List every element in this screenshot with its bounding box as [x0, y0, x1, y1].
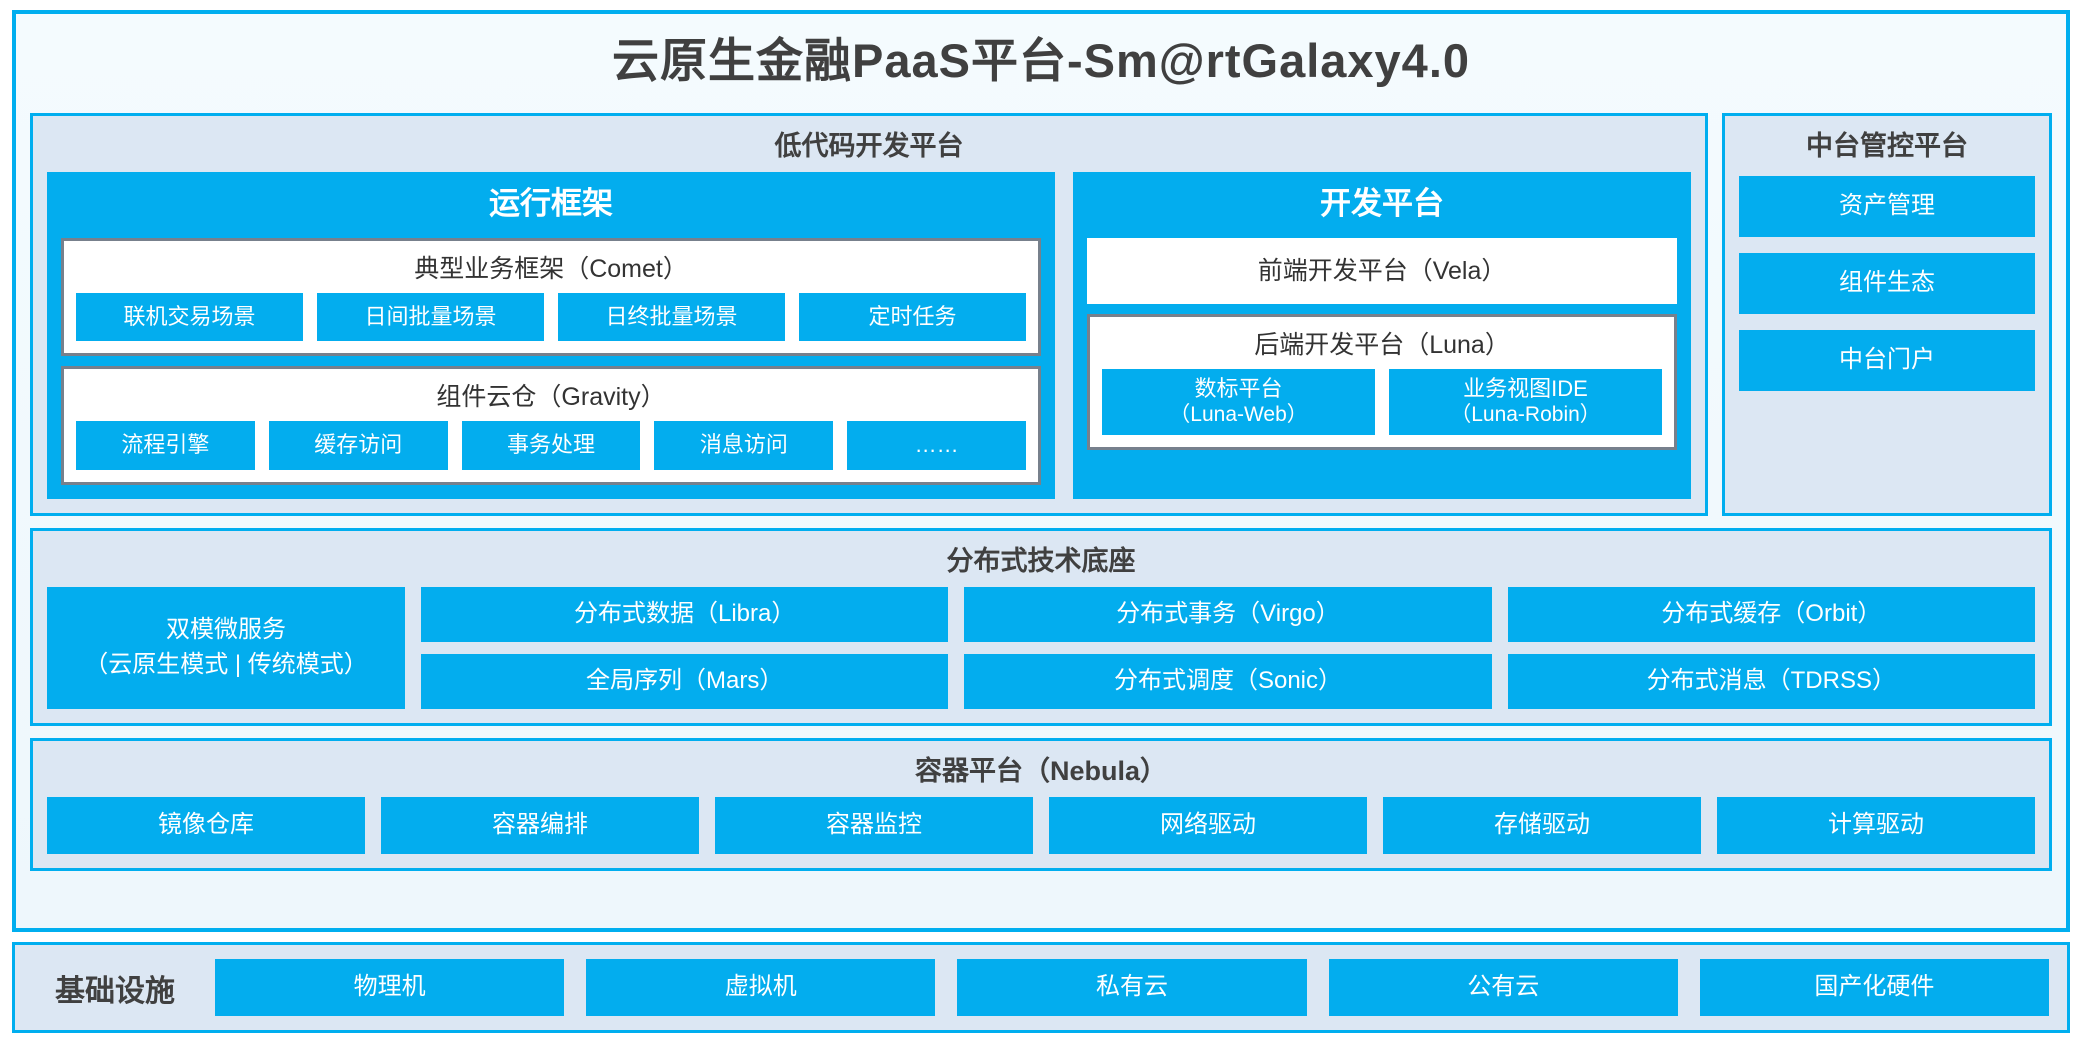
- container-item-1[interactable]: 容器编排: [381, 796, 699, 854]
- container-item-5[interactable]: 计算驱动: [1717, 796, 2035, 854]
- container-item-0[interactable]: 镜像仓库: [47, 796, 365, 854]
- infrastructure-item-1[interactable]: 虚拟机: [586, 959, 936, 1016]
- gravity-item-4[interactable]: ……: [847, 421, 1027, 470]
- luna-chip-row: 数标平台 （Luna-Web） 业务视图IDE （Luna-Robin）: [1102, 368, 1663, 436]
- midplatform-item-2[interactable]: 中台门户: [1739, 329, 2035, 391]
- gravity-group: 组件云仓（Gravity） 流程引擎 缓存访问 事务处理 消息访问 ……: [61, 366, 1042, 485]
- gravity-item-2[interactable]: 事务处理: [461, 421, 641, 470]
- distributed-base-body: 双模微服务 （云原生模式 | 传统模式） 分布式数据（Libra） 全局序列（M…: [47, 586, 2035, 709]
- midplatform-item-1[interactable]: 组件生态: [1739, 252, 2035, 314]
- lowcode-platform-body: 运行框架 典型业务框架（Comet） 联机交易场景 日间批量场景 日终批量场景 …: [47, 172, 1691, 499]
- infrastructure-label: 基础设施: [55, 974, 175, 1008]
- container-item-3[interactable]: 网络驱动: [1049, 796, 1367, 854]
- distributed-column-1: 分布式事务（Virgo） 分布式调度（Sonic）: [964, 586, 1492, 709]
- gravity-chip-row: 流程引擎 缓存访问 事务处理 消息访问 ……: [76, 421, 1027, 470]
- distributed-cell-tdrss[interactable]: 分布式消息（TDRSS）: [1507, 653, 2035, 709]
- midplatform-panel: 中台管控平台 资产管理 组件生态 中台门户: [1722, 112, 2052, 516]
- gravity-item-1[interactable]: 缓存访问: [268, 421, 448, 470]
- infrastructure-panel: 基础设施 物理机 虚拟机 私有云 公有云 国产化硬件: [12, 942, 2070, 1033]
- distributed-base-panel: 分布式技术底座 双模微服务 （云原生模式 | 传统模式） 分布式数据（Libra…: [30, 527, 2052, 726]
- distributed-column-2: 分布式缓存（Orbit） 分布式消息（TDRSS）: [1507, 586, 2035, 709]
- comet-item-1[interactable]: 日间批量场景: [317, 292, 545, 342]
- runtime-framework-title: 运行框架: [489, 186, 614, 222]
- luna-robin-line1: 业务视图IDE: [1463, 375, 1588, 401]
- platform-main-frame: 云原生金融PaaS平台-Sm@rtGalaxy4.0 低代码开发平台 运行框架 …: [12, 10, 2070, 933]
- dual-mode-microservice-cell[interactable]: 双模微服务 （云原生模式 | 传统模式）: [47, 586, 405, 709]
- distributed-column-0: 分布式数据（Libra） 全局序列（Mars）: [421, 586, 949, 709]
- runtime-framework-card: 运行框架 典型业务框架（Comet） 联机交易场景 日间批量场景 日终批量场景 …: [47, 172, 1056, 499]
- container-item-2[interactable]: 容器监控: [715, 796, 1033, 854]
- container-platform-body: 镜像仓库 容器编排 容器监控 网络驱动 存储驱动 计算驱动: [47, 796, 2035, 854]
- container-item-4[interactable]: 存储驱动: [1383, 796, 1701, 854]
- luna-web-line2: （Luna-Web）: [1169, 403, 1308, 427]
- lowcode-platform-panel: 低代码开发平台 运行框架 典型业务框架（Comet） 联机交易场景 日间批量场景…: [30, 112, 1708, 516]
- luna-group: 后端开发平台（Luna） 数标平台 （Luna-Web） 业务视图IDE （Lu…: [1087, 313, 1677, 451]
- luna-web-line1: 数标平台: [1194, 375, 1283, 401]
- dual-mode-line2: （云原生模式 | 传统模式）: [84, 650, 368, 678]
- container-platform-title: 容器平台（Nebula）: [914, 755, 1168, 786]
- frontend-dev-platform-vela[interactable]: 前端开发平台（Vela）: [1087, 237, 1677, 304]
- container-platform-panel: 容器平台（Nebula） 镜像仓库 容器编排 容器监控 网络驱动 存储驱动 计算…: [30, 737, 2052, 871]
- midplatform-title: 中台管控平台: [1806, 130, 1968, 161]
- distributed-cell-virgo[interactable]: 分布式事务（Virgo）: [964, 586, 1492, 642]
- comet-group-title: 典型业务框架（Comet）: [414, 254, 688, 283]
- midplatform-list: 资产管理 组件生态 中台门户: [1739, 172, 2035, 498]
- dual-mode-line1: 双模微服务: [166, 615, 286, 643]
- comet-chip-row: 联机交易场景 日间批量场景 日终批量场景 定时任务: [76, 292, 1027, 342]
- distributed-cell-sonic[interactable]: 分布式调度（Sonic）: [964, 653, 1492, 709]
- distributed-cell-orbit[interactable]: 分布式缓存（Orbit）: [1507, 586, 2035, 642]
- distributed-cell-libra[interactable]: 分布式数据（Libra）: [421, 586, 949, 642]
- upper-row: 低代码开发平台 运行框架 典型业务框架（Comet） 联机交易场景 日间批量场景…: [30, 112, 2052, 516]
- lowcode-platform-title: 低代码开发平台: [774, 130, 964, 161]
- infrastructure-item-2[interactable]: 私有云: [957, 959, 1307, 1016]
- infrastructure-item-3[interactable]: 公有云: [1328, 959, 1678, 1016]
- luna-item-luna-web[interactable]: 数标平台 （Luna-Web）: [1102, 368, 1376, 436]
- comet-item-3[interactable]: 定时任务: [799, 292, 1027, 342]
- gravity-item-0[interactable]: 流程引擎: [76, 421, 255, 470]
- luna-group-title: 后端开发平台（Luna）: [1254, 330, 1510, 359]
- gravity-group-title: 组件云仓（Gravity）: [436, 383, 666, 412]
- distributed-cell-mars[interactable]: 全局序列（Mars）: [421, 653, 949, 709]
- comet-group: 典型业务框架（Comet） 联机交易场景 日间批量场景 日终批量场景 定时任务: [61, 237, 1042, 357]
- development-platform-title: 开发平台: [1320, 186, 1445, 222]
- comet-item-2[interactable]: 日终批量场景: [558, 292, 786, 342]
- infrastructure-item-0[interactable]: 物理机: [215, 959, 565, 1016]
- comet-item-0[interactable]: 联机交易场景: [76, 292, 304, 342]
- luna-item-luna-robin[interactable]: 业务视图IDE （Luna-Robin）: [1389, 368, 1663, 436]
- page-title: 云原生金融PaaS平台-Sm@rtGalaxy4.0: [611, 34, 1471, 87]
- distributed-base-title: 分布式技术底座: [946, 545, 1136, 576]
- luna-robin-line2: （Luna-Robin）: [1450, 403, 1601, 427]
- gravity-item-3[interactable]: 消息访问: [654, 421, 834, 470]
- development-platform-card: 开发平台 前端开发平台（Vela） 后端开发平台（Luna） 数标平台 （Lun…: [1073, 172, 1691, 499]
- infrastructure-item-4[interactable]: 国产化硬件: [1699, 959, 2050, 1016]
- midplatform-item-0[interactable]: 资产管理: [1739, 176, 2035, 237]
